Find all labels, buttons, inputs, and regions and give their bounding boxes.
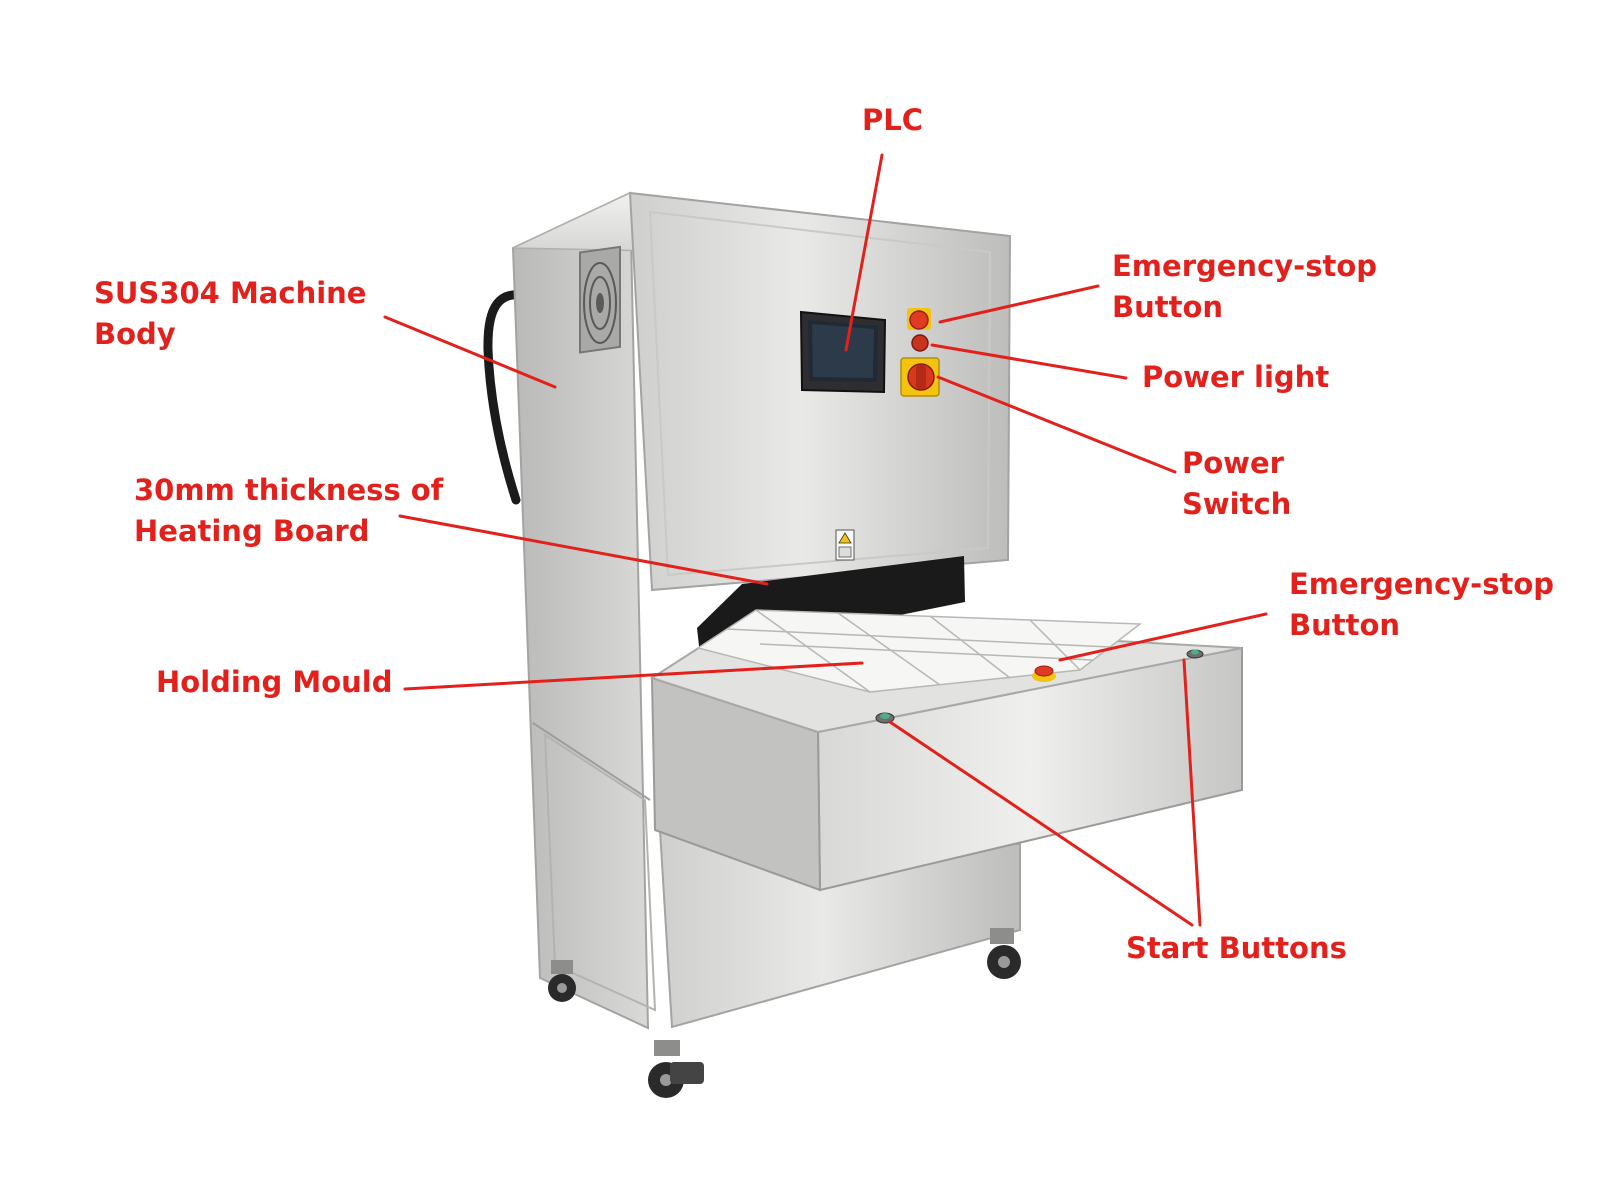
- plc-touchscreen: [799, 310, 887, 394]
- label-line: Button: [1289, 608, 1401, 642]
- start-button-icon: [1186, 649, 1204, 659]
- leader-plc: [844, 153, 884, 352]
- label-line: 30mm thickness of: [134, 473, 444, 507]
- label-line: Button: [1112, 290, 1224, 324]
- cabinet-front-bevel: [648, 210, 992, 577]
- leader-power-switch: [936, 375, 1177, 474]
- label-holding-mould: Holding Mould: [156, 662, 392, 703]
- label-power-light: Power light: [1142, 357, 1329, 398]
- leader-start-2: [1182, 658, 1202, 927]
- side-lower-door: [543, 733, 657, 1012]
- label-line: SUS304 Machine: [94, 276, 367, 310]
- label-line: Power: [1182, 446, 1284, 480]
- label-line: Emergency-stop: [1112, 249, 1378, 283]
- label-line: Holding Mould: [156, 665, 393, 699]
- rotary-switch-icon: [900, 357, 940, 397]
- caster-wheel: [648, 1040, 704, 1098]
- label-line: Switch: [1182, 487, 1292, 521]
- heat-warning-sticker-icon: [835, 529, 855, 561]
- leader-estop-top: [938, 284, 1100, 324]
- start-button-icon: [875, 712, 895, 724]
- leader-power-light: [930, 343, 1128, 380]
- label-line: Emergency-stop: [1289, 567, 1555, 601]
- leader-machine-body: [383, 315, 557, 389]
- label-line: Body: [94, 317, 176, 351]
- label-line: Heating Board: [134, 514, 370, 548]
- power-cable: [483, 290, 532, 505]
- tray-emergency-stop-icon: [1032, 665, 1056, 682]
- label-heating-board: 30mm thickness of Heating Board: [134, 470, 443, 552]
- leader-heating-board: [398, 514, 769, 586]
- side-panel-seam: [532, 722, 651, 801]
- label-start-buttons: Start Buttons: [1126, 928, 1347, 969]
- leader-holding-mould: [403, 661, 864, 691]
- holding-mould: [696, 609, 1143, 693]
- leader-start-1: [888, 720, 1194, 927]
- fan-grille-icon: [579, 245, 621, 354]
- label-line: Power light: [1142, 360, 1330, 394]
- emergency-stop-icon: [907, 308, 931, 330]
- power-light-icon: [911, 334, 929, 352]
- caster-wheel: [987, 928, 1021, 979]
- leader-lines: [383, 153, 1268, 927]
- leader-estop-tray: [1058, 612, 1268, 662]
- label-line: Start Buttons: [1126, 931, 1347, 965]
- label-plc: PLC: [862, 100, 923, 141]
- cabinet-front-panel: [628, 191, 1012, 592]
- label-line: PLC: [862, 103, 924, 137]
- caster-wheel: [548, 960, 576, 1002]
